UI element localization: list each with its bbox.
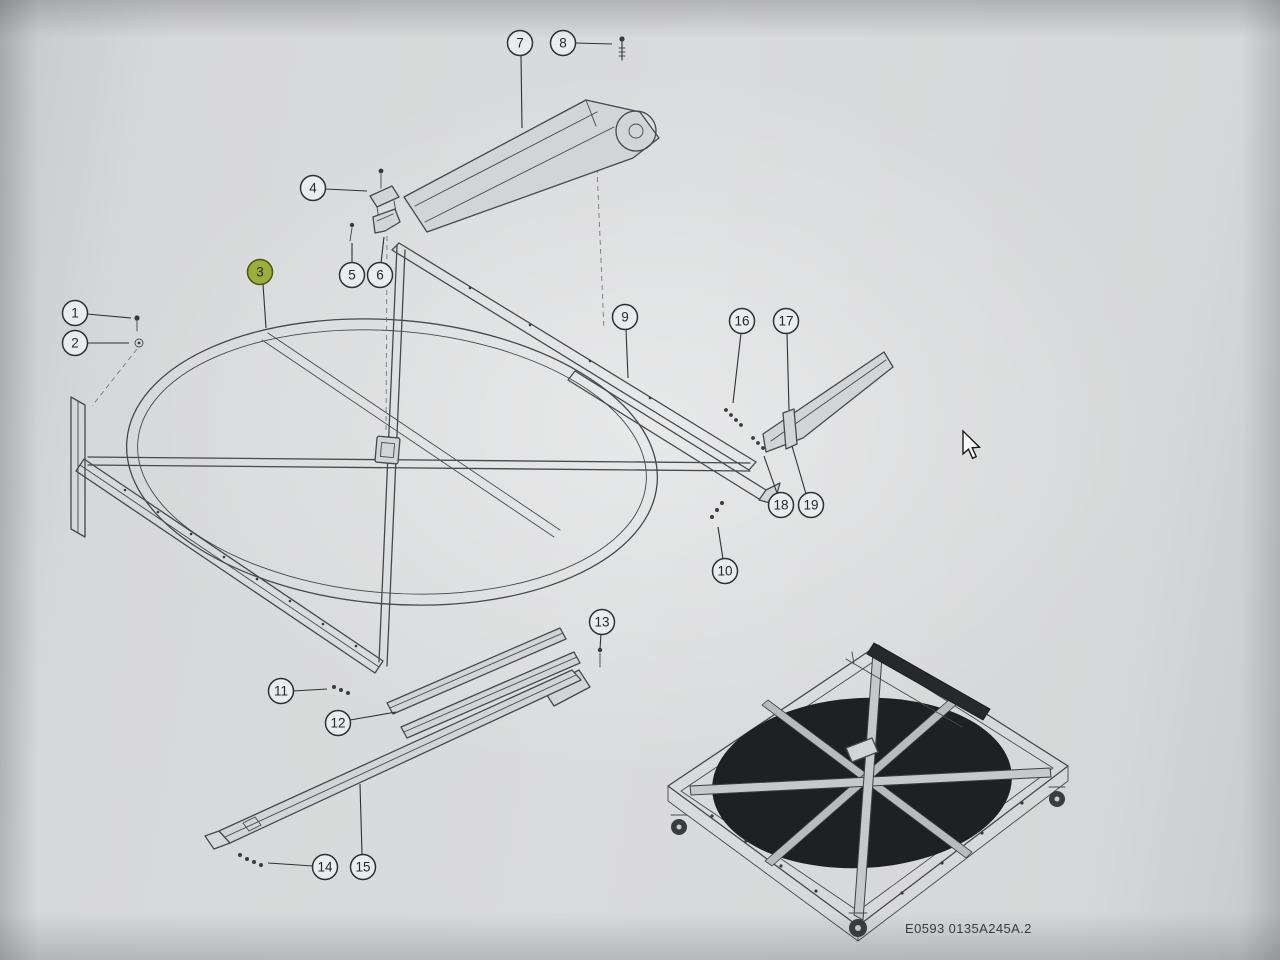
caster-wheels <box>670 786 1066 937</box>
balloon-7-leader-line <box>520 54 523 129</box>
balloon-circle[interactable] <box>767 491 795 519</box>
balloon-13-leader-line <box>599 633 602 650</box>
support-rails-middle <box>332 627 603 739</box>
balloon-number: 6 <box>376 268 384 283</box>
balloon-circle[interactable] <box>61 329 89 357</box>
balloon-number: 14 <box>317 860 333 875</box>
mount-brackets-top <box>349 168 401 242</box>
balloon-number: 19 <box>803 498 818 513</box>
part-balloon-2[interactable]: 2 <box>61 329 89 357</box>
part-balloon-8[interactable]: 8 <box>549 29 577 57</box>
balloon-17-leader-line <box>786 332 790 411</box>
balloon-number: 2 <box>71 336 79 351</box>
balloon-circle[interactable] <box>611 303 639 331</box>
center-hub-bracket <box>374 167 605 465</box>
part-balloon-19[interactable]: 19 <box>797 491 825 519</box>
part-balloon-10[interactable]: 10 <box>711 557 739 585</box>
balloon-4-leader-line <box>324 188 368 192</box>
bolt-part <box>618 36 626 61</box>
balloon-circle[interactable] <box>711 557 739 585</box>
balloon-6-leader-line <box>380 236 385 264</box>
part-balloon-3[interactable]: 3 <box>246 258 274 286</box>
balloon-number: 3 <box>256 265 264 280</box>
balloon-number: 16 <box>734 314 749 329</box>
part-balloon-14[interactable]: 14 <box>311 853 339 881</box>
balloon-11-leader-line <box>292 688 328 692</box>
screen-frame-rails <box>75 242 757 674</box>
balloon-circle[interactable] <box>311 853 339 881</box>
balloon-number: 17 <box>778 314 793 329</box>
balloon-circle[interactable] <box>772 307 800 335</box>
balloon-3-leader-line <box>262 283 267 329</box>
balloon-circle[interactable] <box>61 299 89 327</box>
balloon-12-leader-line <box>349 711 397 721</box>
part-balloon-9[interactable]: 9 <box>611 303 639 331</box>
balloon-circle[interactable] <box>797 491 825 519</box>
drawing-reference-code: E0593 0135A245A.2 <box>905 921 1032 936</box>
balloon-15-leader-line <box>359 783 363 855</box>
right-corner-rail <box>567 370 781 519</box>
balloon-circle-highlighted[interactable] <box>246 258 274 286</box>
balloon-circle[interactable] <box>588 608 616 636</box>
bolt-washer-fasteners <box>91 315 144 407</box>
balloon-19-leader-line <box>791 445 807 495</box>
part-balloon-7[interactable]: 7 <box>506 29 534 57</box>
part-balloon-16[interactable]: 16 <box>728 307 756 335</box>
part-balloon-15[interactable]: 15 <box>349 853 377 881</box>
balloon-number: 1 <box>71 306 79 321</box>
part-balloon-17[interactable]: 17 <box>772 307 800 335</box>
part-balloon-1[interactable]: 1 <box>61 299 89 327</box>
balloon-number: 8 <box>559 36 567 51</box>
part-balloon-12[interactable]: 12 <box>324 709 352 737</box>
balloon-circle[interactable] <box>299 174 327 202</box>
deflector-plate <box>724 351 894 453</box>
balloon-circle[interactable] <box>366 261 394 289</box>
balloon-circle[interactable] <box>549 29 577 57</box>
cursor-arrow <box>962 429 982 460</box>
mouse-cursor-icon <box>962 429 982 460</box>
balloon-number: 5 <box>348 268 356 283</box>
balloon-8-leader-line <box>574 42 613 45</box>
balloon-14-leader-line <box>267 862 314 867</box>
air-duct-part <box>403 99 660 233</box>
part-balloon-6[interactable]: 6 <box>366 261 394 289</box>
part-balloon-11[interactable]: 11 <box>267 677 295 705</box>
balloon-circle[interactable] <box>728 307 756 335</box>
balloon-number: 4 <box>309 181 317 196</box>
balloon-circle[interactable] <box>338 261 366 289</box>
part-balloon-18[interactable]: 18 <box>767 491 795 519</box>
balloon-10-leader-line <box>717 526 724 560</box>
balloon-18-leader-line <box>763 455 778 494</box>
balloon-number: 11 <box>274 684 288 699</box>
balloon-9-leader-line <box>625 328 629 379</box>
balloon-number: 18 <box>773 498 788 513</box>
balloon-number: 10 <box>717 564 732 579</box>
balloon-circle[interactable] <box>506 29 534 57</box>
balloon-number: 9 <box>621 310 629 325</box>
balloon-16-leader-line <box>732 332 742 404</box>
balloon-number: 12 <box>330 716 345 731</box>
left-upright-channel <box>70 396 86 538</box>
balloon-1-leader-line <box>86 313 132 319</box>
balloon-number: 7 <box>516 36 524 51</box>
balloon-circle[interactable] <box>349 853 377 881</box>
assembled-unit <box>667 642 1069 942</box>
part-balloon-4[interactable]: 4 <box>299 174 327 202</box>
part-balloon-13[interactable]: 13 <box>588 608 616 636</box>
part-balloon-5[interactable]: 5 <box>338 261 366 289</box>
balloon-circle[interactable] <box>324 709 352 737</box>
balloon-circle[interactable] <box>267 677 295 705</box>
balloon-number: 15 <box>355 860 370 875</box>
balloon-number: 13 <box>594 615 609 630</box>
long-bottom-rail <box>204 669 582 867</box>
